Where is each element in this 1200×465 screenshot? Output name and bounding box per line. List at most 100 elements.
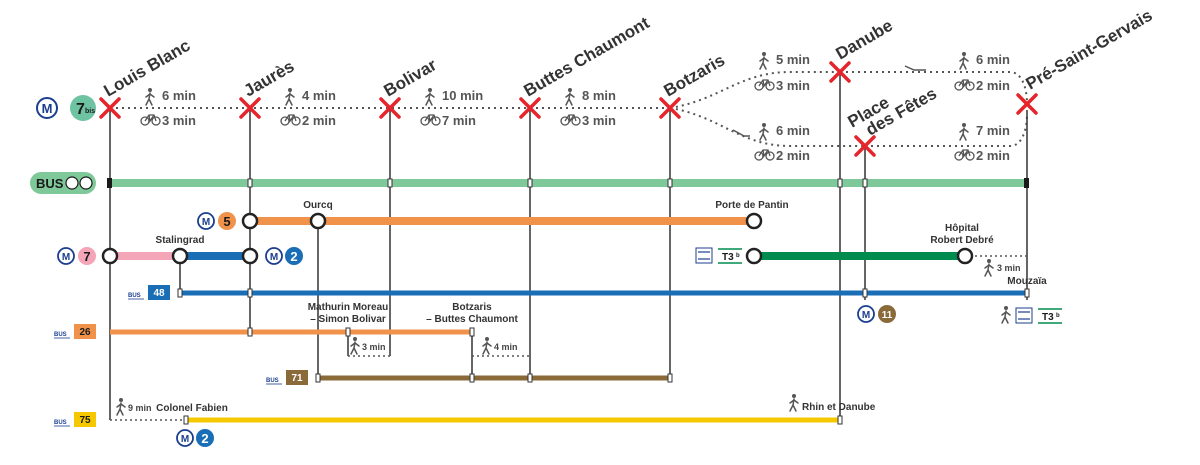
cross-icon xyxy=(854,135,876,157)
tram-icon xyxy=(695,247,713,264)
time-walk: 8 min xyxy=(582,88,616,103)
svg-text:11: 11 xyxy=(882,310,893,321)
tram-t3b-label-box xyxy=(718,249,742,263)
metro-2-circle xyxy=(285,247,303,265)
metro-7bis-path xyxy=(110,65,1028,147)
time-walk: 7 min xyxy=(976,123,1010,138)
bus-71-box xyxy=(286,370,308,385)
label-colonel-fabien: Colonel Fabien xyxy=(156,403,228,414)
time-bike: 2 min xyxy=(976,148,1010,163)
walk-icon xyxy=(482,336,492,355)
walk-icon xyxy=(425,87,435,106)
bike-icon xyxy=(954,149,975,161)
bus-26-box xyxy=(74,324,96,339)
metro-icon xyxy=(57,247,75,265)
svg-text:M: M xyxy=(42,101,53,116)
label-hopital-walk: 3 min xyxy=(997,263,1021,273)
svg-text:M: M xyxy=(862,310,870,321)
bike-icon xyxy=(954,79,975,91)
bike-icon xyxy=(420,114,441,126)
label-hopital-line1: Hôpital xyxy=(945,223,979,234)
svg-text:T3: T3 xyxy=(722,252,734,263)
bus-71-badge: BUS 71 xyxy=(266,370,308,385)
bus-stop xyxy=(527,178,533,188)
bus-48-line xyxy=(177,288,1030,298)
svg-text:M: M xyxy=(181,434,189,445)
svg-text:BUS: BUS xyxy=(266,378,279,384)
metro-7-louis-blanc-station xyxy=(101,247,119,265)
metro-7bis-dotted-lower-branch xyxy=(669,107,865,147)
metro-7bis-stations xyxy=(99,61,1038,157)
cross-icon xyxy=(239,97,261,119)
bus-stop xyxy=(247,288,253,298)
metro-stalingrad-station xyxy=(171,247,189,265)
metro-7bis-circle xyxy=(70,95,96,121)
walk-icon xyxy=(984,258,994,277)
metro-11-circle xyxy=(878,305,896,323)
time-walk: 4 min xyxy=(302,88,336,103)
bus-band-line xyxy=(107,178,1029,188)
metro-icon xyxy=(197,212,215,230)
metro-5-circle xyxy=(218,212,236,230)
metro-2-jaures-station xyxy=(241,247,259,265)
metro-5-porte-de-pantin-station xyxy=(745,212,763,230)
label-porte-de-pantin: Porte de Pantin xyxy=(715,200,788,211)
tram-t3b-label-box xyxy=(1038,309,1062,323)
walk-icon xyxy=(759,51,769,70)
walk-icon xyxy=(145,87,155,106)
time-walk: 5 min xyxy=(776,52,810,67)
time-bike: 2 min xyxy=(776,148,810,163)
label-mouzaia: Mouzaïa xyxy=(1007,276,1047,287)
cross-icon xyxy=(379,97,401,119)
bus-48-box xyxy=(148,285,170,300)
bus-stop xyxy=(667,178,673,188)
tram-t3b-badge-left: T3 b xyxy=(695,247,742,264)
bike-icon xyxy=(754,79,775,91)
metro-2-badge: M 2 xyxy=(265,247,303,265)
bike-icon xyxy=(280,114,301,126)
bus-band-badge: BUS xyxy=(30,172,96,194)
label-mathurin-line2: – Simon Bolivar xyxy=(310,314,386,325)
bus-48-badge: BUS 48 xyxy=(128,285,170,300)
metro-icon xyxy=(65,176,79,190)
line-badges: M 7 bis BUS M 5 M 7 M xyxy=(30,95,1062,447)
label-stalingrad: Stalingrad xyxy=(156,235,205,246)
bus-band-end xyxy=(1024,178,1029,188)
svg-text:75: 75 xyxy=(79,415,91,426)
cross-icon xyxy=(829,61,851,83)
cross-icon xyxy=(659,97,681,119)
walk-icon xyxy=(285,87,295,106)
walk-icon xyxy=(959,51,969,70)
bike-icon xyxy=(140,114,161,126)
segment-times: 6 min 3 min 4 min 2 min 10 min 7 min 8 m… xyxy=(140,51,1010,163)
bus-stop xyxy=(527,373,533,383)
bus-stop xyxy=(837,178,843,188)
metro-7-circle xyxy=(78,247,96,265)
bus-26-badge: BUS 26 xyxy=(54,324,96,339)
bus-stop xyxy=(247,327,253,337)
walk-icon xyxy=(116,397,126,416)
walk-icon xyxy=(565,87,575,106)
metro-7bis-dotted-upper-branch xyxy=(669,71,840,109)
walk-icon xyxy=(789,393,799,412)
label-walk-3min: 3 min xyxy=(362,342,386,352)
svg-text:b: b xyxy=(736,253,740,259)
walk-connectors xyxy=(110,255,1028,421)
bus-75-line xyxy=(183,415,843,425)
time-bike: 7 min xyxy=(442,113,476,128)
time-walk: 6 min xyxy=(976,52,1010,67)
svg-text:BUS: BUS xyxy=(128,293,141,299)
metro-icon xyxy=(265,247,283,265)
direction-arrow-icon xyxy=(732,129,750,137)
label-mathurin-line1: Mathurin Moreau xyxy=(308,302,389,313)
svg-text:26: 26 xyxy=(79,327,91,338)
svg-text:M: M xyxy=(270,252,278,263)
bus-stop xyxy=(387,178,393,188)
bus-stop xyxy=(862,288,868,298)
label-ourcq: Ourcq xyxy=(303,200,332,211)
svg-text:2: 2 xyxy=(290,249,297,264)
bus-stop xyxy=(1024,288,1030,298)
cross-icon xyxy=(99,97,121,119)
svg-text:BUS: BUS xyxy=(36,176,64,191)
